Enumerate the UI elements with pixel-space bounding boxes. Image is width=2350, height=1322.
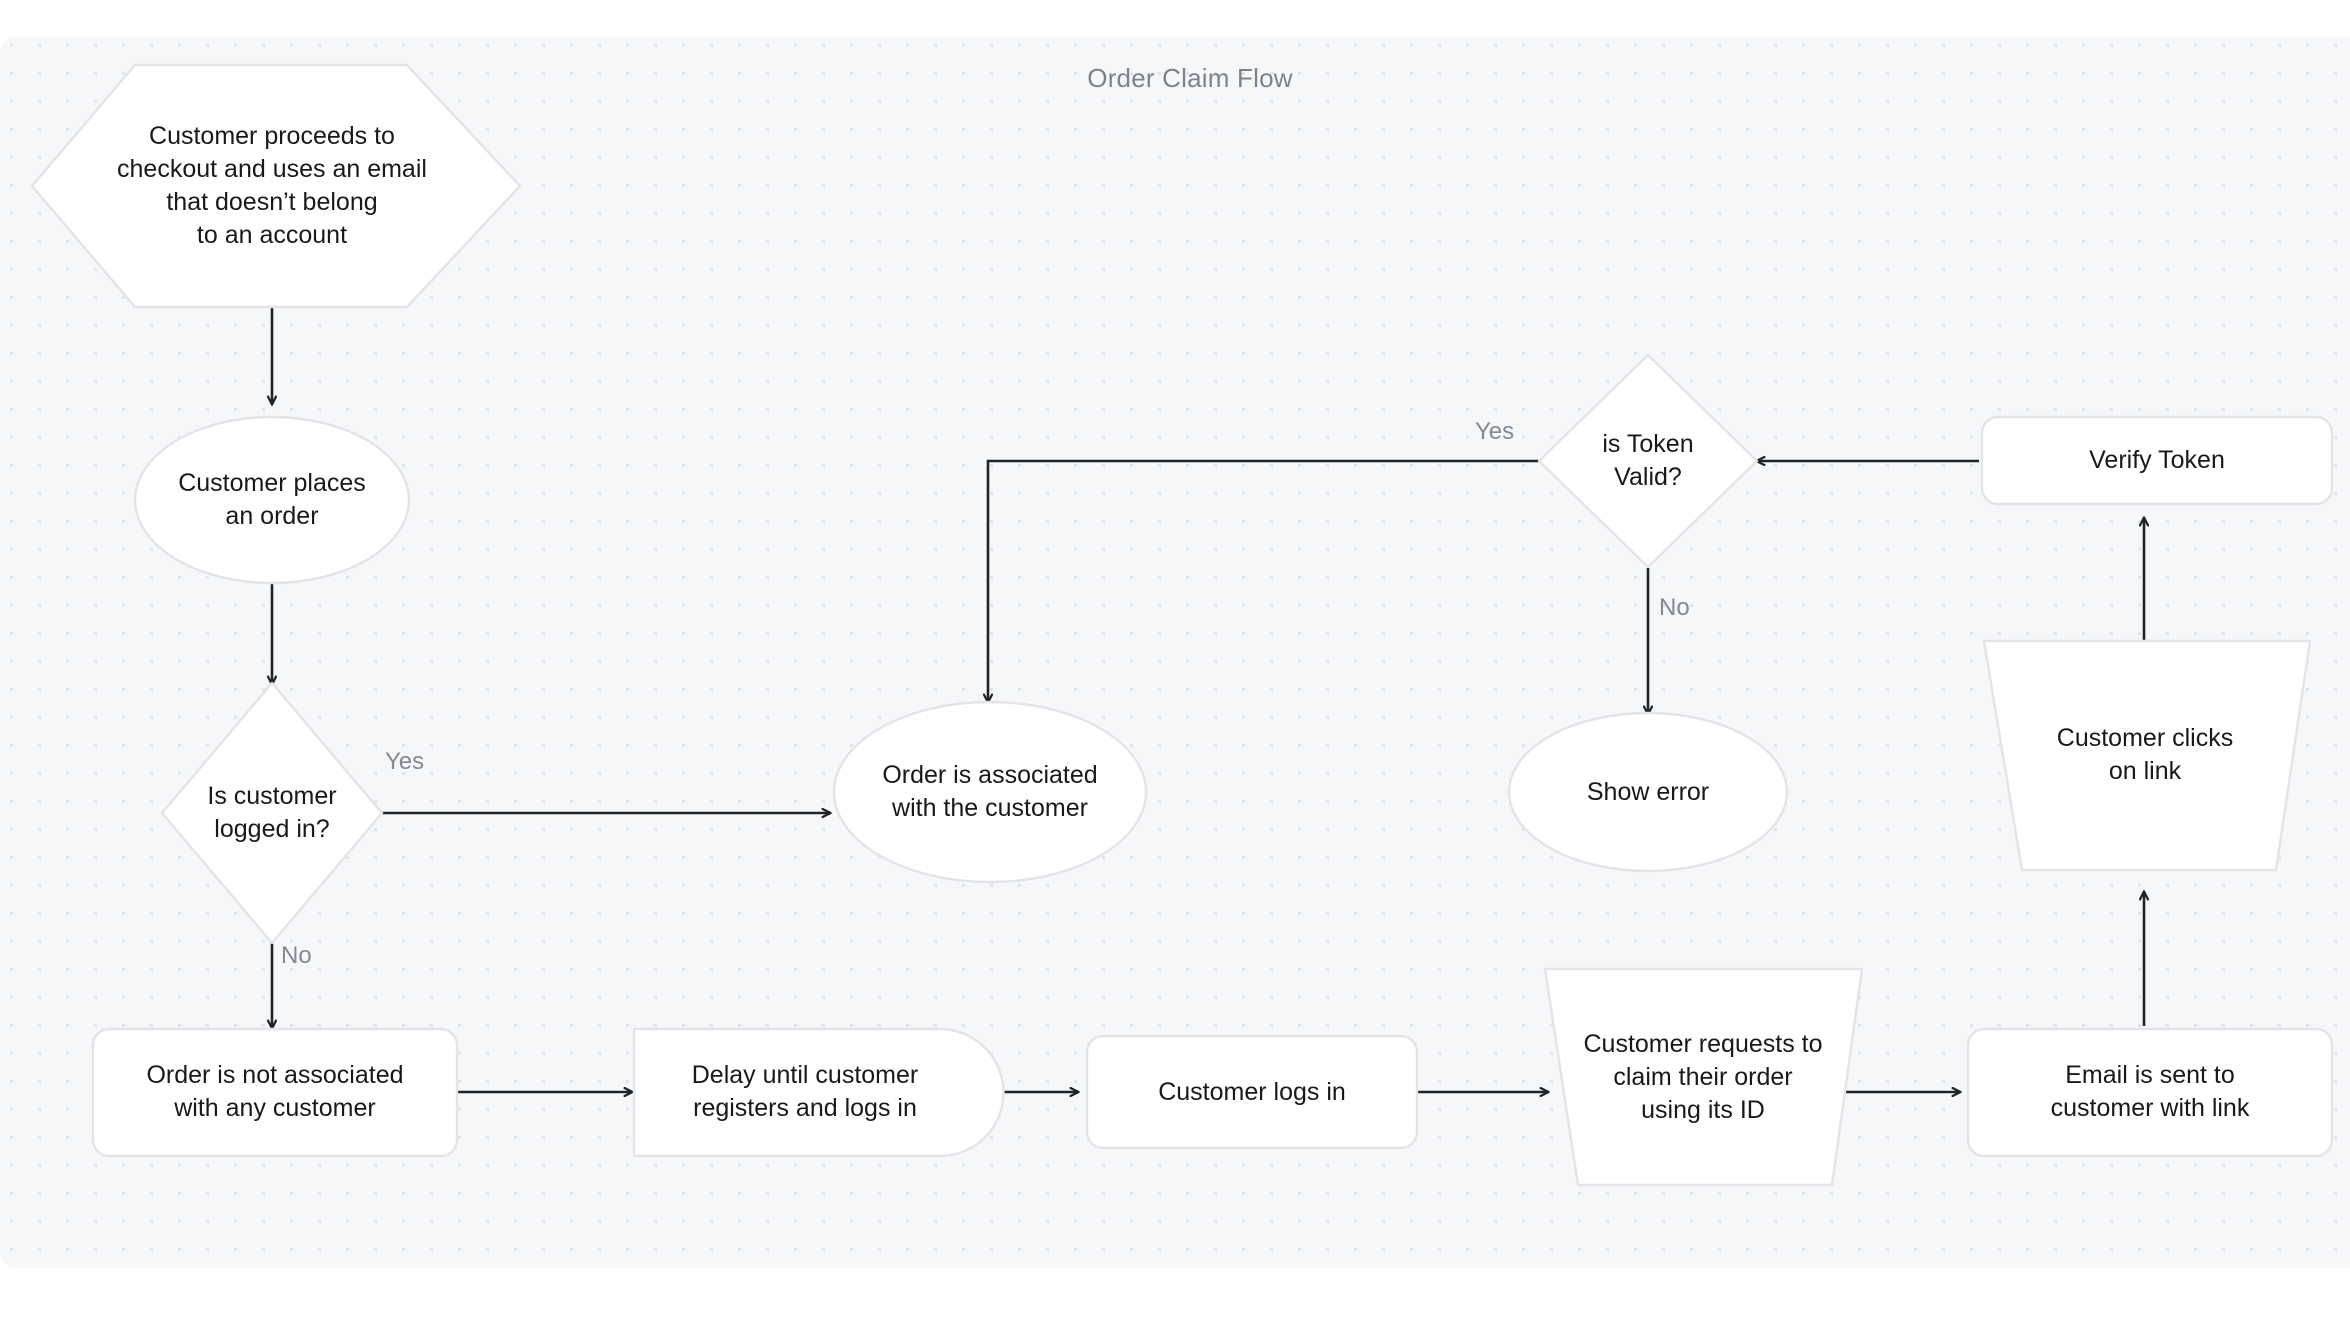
diagram-title: Order Claim Flow: [1087, 63, 1293, 93]
diagram-canvas[interactable]: [0, 37, 2350, 1268]
